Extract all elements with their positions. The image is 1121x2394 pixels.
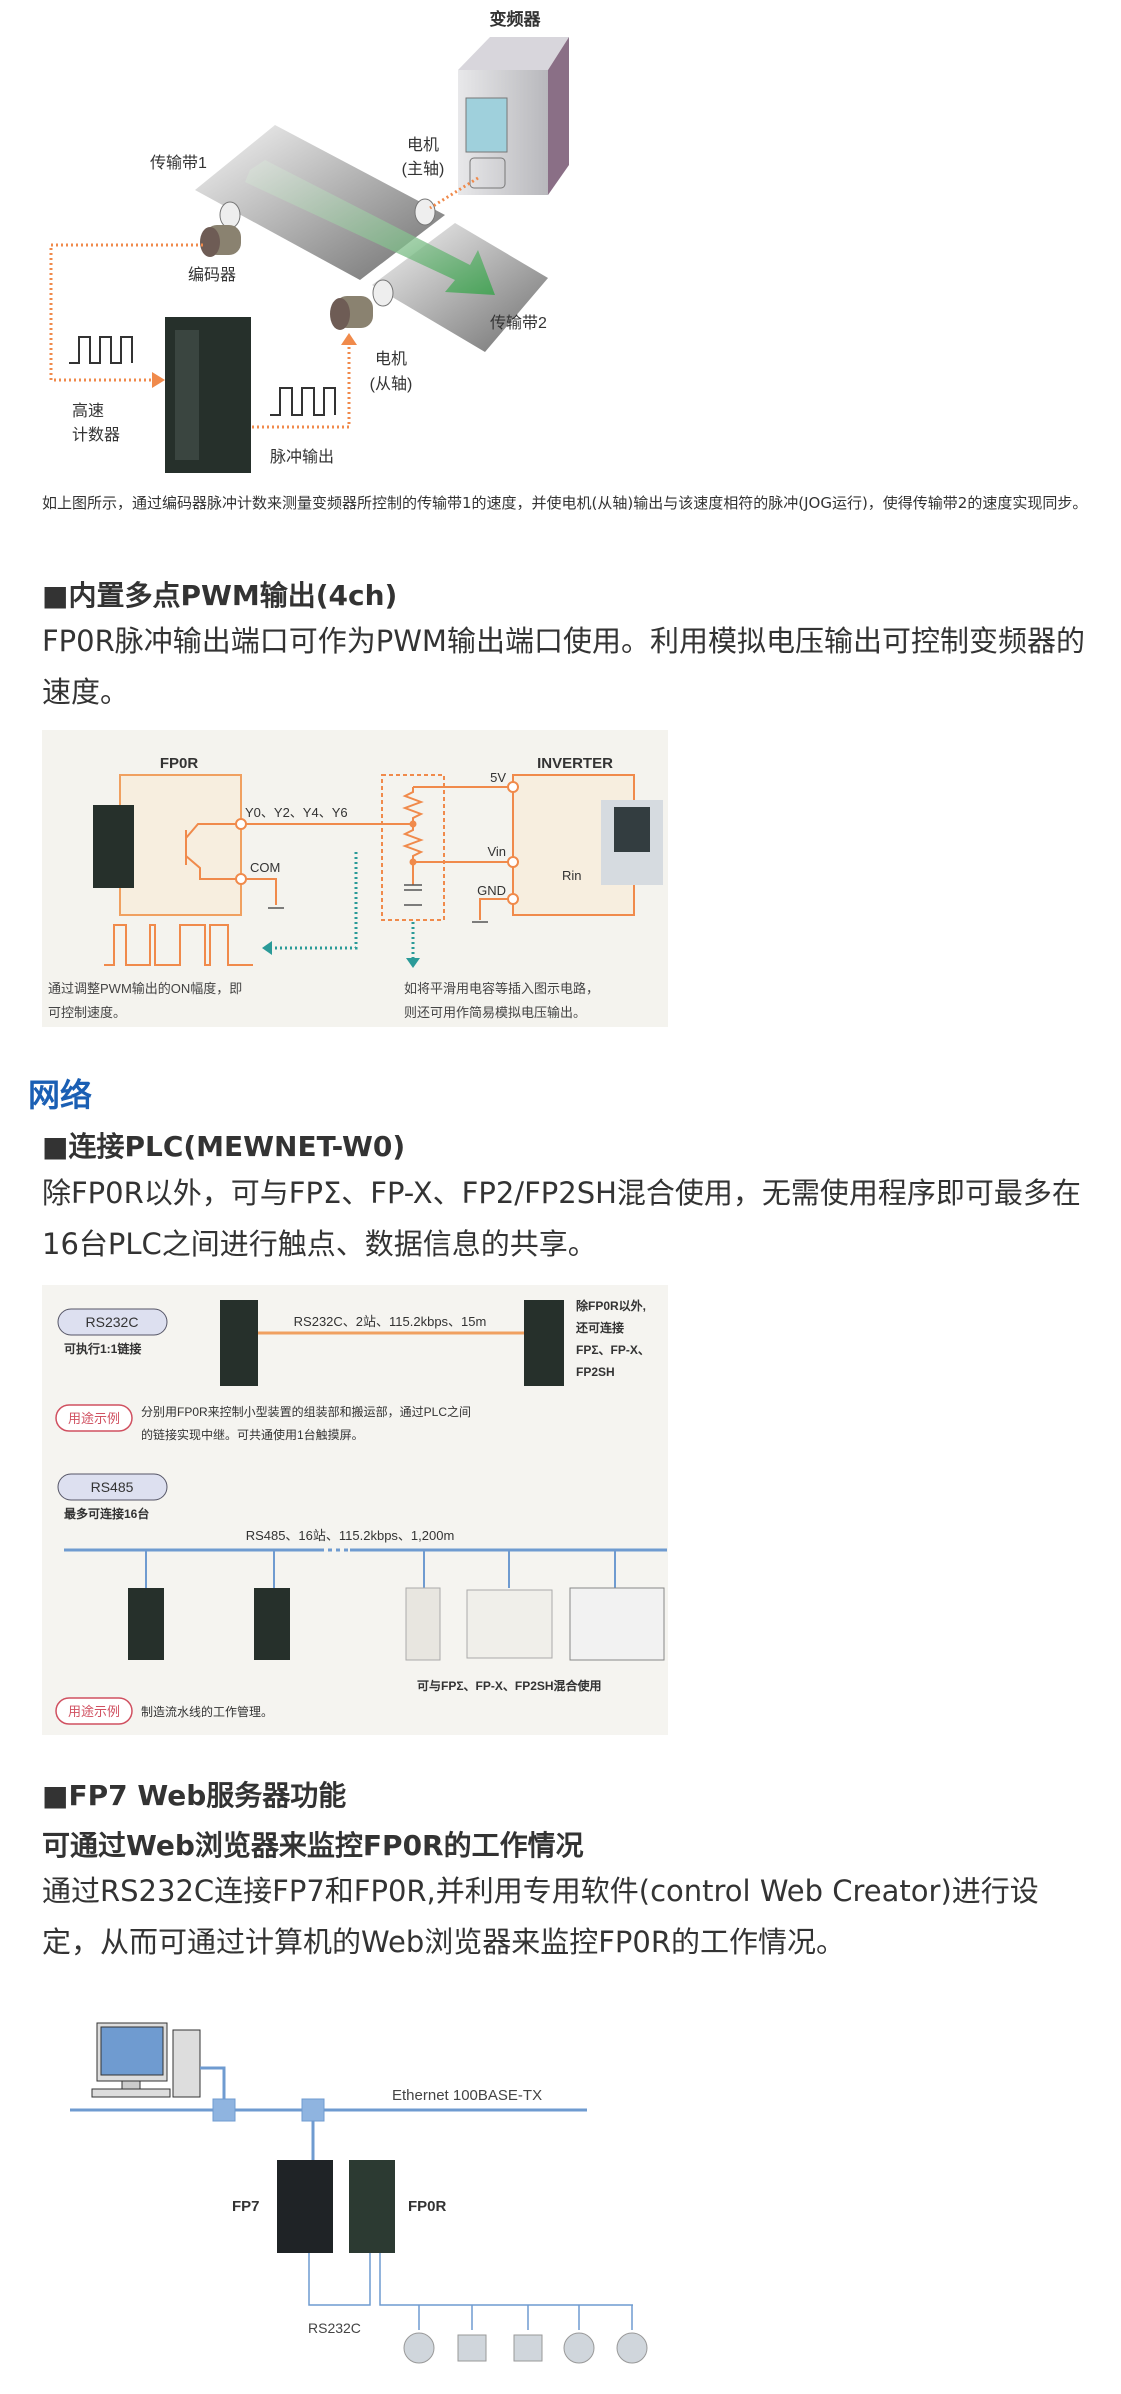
counter-label: 高速 xyxy=(72,402,104,420)
inverter-label: INVERTER xyxy=(537,755,613,772)
compat-note: FPΣ、FP-X、 xyxy=(576,1343,650,1357)
com-label: COM xyxy=(250,860,280,875)
fp0r-label: FP0R xyxy=(408,2198,447,2215)
fp7-device-image xyxy=(277,2160,333,2253)
motor-slave-sub-label: (从轴) xyxy=(370,375,413,393)
pwm-heading: ■内置多点PWM输出(4ch) xyxy=(42,579,398,612)
slave-motor-icon xyxy=(330,296,373,330)
example-badge: 用途示例 xyxy=(68,1411,120,1426)
pulse-wave-icon xyxy=(69,336,133,364)
compat-note: 除FP0R以外, xyxy=(576,1298,646,1313)
example-text: 的链接实现中继。可共通使用1台触摸屏。 xyxy=(141,1427,364,1442)
fp0r-device-image xyxy=(254,1588,290,1660)
pwm-description: FP0R脉冲输出端口可作为PWM输出端口使用。利用模拟电压输出可控制变频器的速度… xyxy=(42,624,1085,709)
example-badge: 用途示例 xyxy=(68,1704,120,1719)
gnd-label: GND xyxy=(477,883,506,898)
rs485-sub-label: 最多可连接16台 xyxy=(64,1506,149,1521)
belt1-label: 传输带1 xyxy=(150,154,207,172)
fp0r-device-image xyxy=(93,805,134,888)
example-text: 制造流水线的工作管理。 xyxy=(141,1704,273,1719)
plc-device-image xyxy=(165,317,251,473)
field-device-icons xyxy=(403,2332,648,2364)
compat-note: 还可连接 xyxy=(575,1320,624,1335)
fp0r-device-image xyxy=(128,1588,164,1660)
direction-arrow xyxy=(245,160,495,295)
pulse-output-label: 脉冲输出 xyxy=(270,448,334,466)
network-description: 除FP0R以外，可与FPΣ、FP-X、FP2/FP2SH混合使用，无需使用程序即… xyxy=(42,1176,1081,1261)
rin-label: Rin xyxy=(562,868,582,883)
note-right: 如将平滑用电容等插入图示电路， xyxy=(404,981,599,996)
note-left: 通过调整PWM输出的ON幅度，即 xyxy=(48,981,242,996)
rs485-badge: RS485 xyxy=(91,1479,134,1495)
fp7-label: FP7 xyxy=(232,2198,260,2215)
inverter-cabinet xyxy=(458,37,569,195)
rs232c-sub-label: 可执行1:1链接 xyxy=(64,1341,141,1356)
web-server-diagram: Ethernet 100BASE-TX FP7 FP0R RS232C xyxy=(70,2022,648,2364)
fp0r-device-image xyxy=(524,1300,564,1386)
note-right: 则还可用作简易模拟电压输出。 xyxy=(404,1005,586,1020)
compat-note: FP2SH xyxy=(576,1365,615,1379)
inverter-label: 变频器 xyxy=(490,9,542,29)
motor-main-sub-label: (主轴) xyxy=(402,160,445,178)
vin-label: Vin xyxy=(487,844,506,859)
mixed-use-label: 可与FPΣ、FP-X、FP2SH混合使用 xyxy=(417,1678,602,1693)
network-heading: ■连接PLC(MEWNET-W0) xyxy=(42,1130,406,1163)
computer-icon xyxy=(91,2022,201,2098)
signal-lines xyxy=(49,176,479,429)
section-title-network: 网络 xyxy=(28,1076,93,1114)
rs232c-spec: RS232C、2站、115.2kbps、15m xyxy=(294,1314,487,1329)
5v-label: 5V xyxy=(490,770,506,785)
fp0r-device-image xyxy=(220,1300,258,1386)
fp-x-device-image xyxy=(466,1589,553,1659)
inverter-device-image xyxy=(601,800,663,885)
note-left: 可控制速度。 xyxy=(48,1005,126,1020)
motor-main-label: 电机 xyxy=(407,136,439,154)
plc-link-diagram: RS232C 可执行1:1链接 RS232C、2站、115.2kbps、15m … xyxy=(42,1285,668,1735)
rs232c-label: RS232C xyxy=(308,2320,361,2336)
conveyor-sync-diagram: 变频器 电机 (主轴) 传输带1 编码器 传输带2 电机 (从轴) 高速 计数器… xyxy=(49,9,569,473)
encoder-icon xyxy=(200,225,241,257)
motor-slave-label: 电机 xyxy=(375,350,407,368)
diagram-caption: 如上图所示，通过编码器脉冲计数来测量变频器所控制的传输带1的速度，并使电机(从轴… xyxy=(42,494,1088,512)
belt2-label: 传输带2 xyxy=(490,314,547,332)
outputs-label: Y0、Y2、Y4、Y6 xyxy=(245,805,348,820)
example-text: 分别用FP0R来控制小型装置的组装部和搬运部，通过PLC之间 xyxy=(141,1404,471,1419)
fp0r-device-image xyxy=(349,2160,395,2253)
ethernet-label: Ethernet 100BASE-TX xyxy=(392,2087,542,2104)
counter-sub-label: 计数器 xyxy=(72,426,120,444)
pwm-circuit-diagram: FP0R Y0、Y2、Y4、Y6 COM INVERTER 5V Vin xyxy=(42,730,668,1027)
rs232c-badge: RS232C xyxy=(86,1314,139,1330)
rs485-spec: RS485、16站、115.2kbps、1,200m xyxy=(246,1528,455,1543)
fp0r-label: FP0R xyxy=(160,755,199,772)
web-heading: ■FP7 Web服务器功能 xyxy=(42,1779,347,1812)
web-description: 通过RS232C连接FP7和FP0R,并利用专用软件(control Web C… xyxy=(42,1874,1039,1959)
fp-sigma-device-image xyxy=(405,1587,441,1661)
encoder-label: 编码器 xyxy=(188,266,236,284)
pulse-wave-icon xyxy=(270,387,336,416)
web-subheading: 可通过Web浏览器来监控FP0R的工作情况 xyxy=(42,1829,584,1862)
fp2sh-device-image xyxy=(569,1587,665,1661)
